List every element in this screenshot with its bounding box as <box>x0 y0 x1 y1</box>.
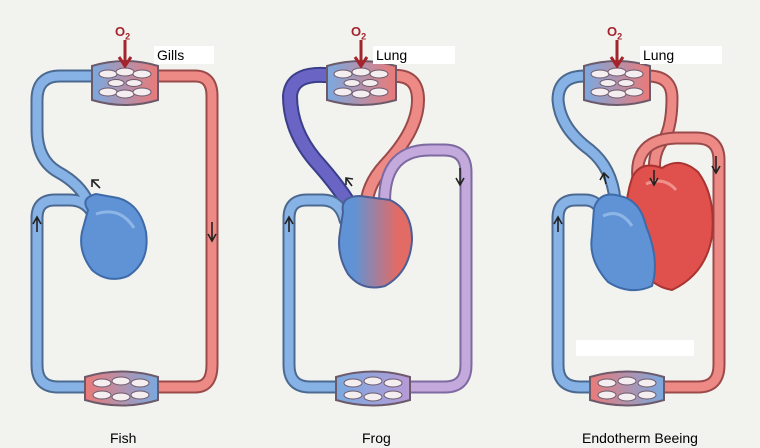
endotherm-o2-label: O2 <box>607 24 622 42</box>
fish-ventral-aorta <box>37 76 95 202</box>
endotherm-o2-arrow <box>611 40 623 66</box>
o2-subscript: 2 <box>617 32 622 42</box>
fish-heart <box>81 194 147 279</box>
fish-body-capillaries <box>85 372 158 406</box>
fish-organ-label: Gills <box>154 46 214 64</box>
frog-body-capillaries <box>336 372 410 406</box>
frog-flow-arrow-heart <box>346 178 353 186</box>
o2-symbol: O <box>607 24 617 39</box>
fish-dorsal-aorta-outline <box>150 76 212 387</box>
o2-subscript: 2 <box>361 32 366 42</box>
endotherm-organ-label: Lung <box>640 46 722 64</box>
frog-o2-label: O2 <box>351 24 366 42</box>
fish-diagram <box>33 40 216 406</box>
frog-diagram <box>285 40 466 406</box>
endotherm-body-capillaries <box>590 372 664 406</box>
frog-o2-arrow <box>355 40 367 66</box>
frog-heart <box>339 196 412 288</box>
fish-o2-label: O2 <box>115 24 130 42</box>
fish-caption: Fish <box>110 430 136 446</box>
frog-organ-label: Lung <box>373 46 455 64</box>
o2-symbol: O <box>351 24 361 39</box>
o2-symbol: O <box>115 24 125 39</box>
o2-subscript: 2 <box>125 32 130 42</box>
fish-flow-arrow-heart <box>92 180 100 188</box>
blank-label-box <box>576 340 694 356</box>
frog-caption: Frog <box>362 430 391 446</box>
fish-o2-arrow <box>119 40 131 66</box>
endotherm-caption: Endotherm Beeing <box>582 430 698 446</box>
